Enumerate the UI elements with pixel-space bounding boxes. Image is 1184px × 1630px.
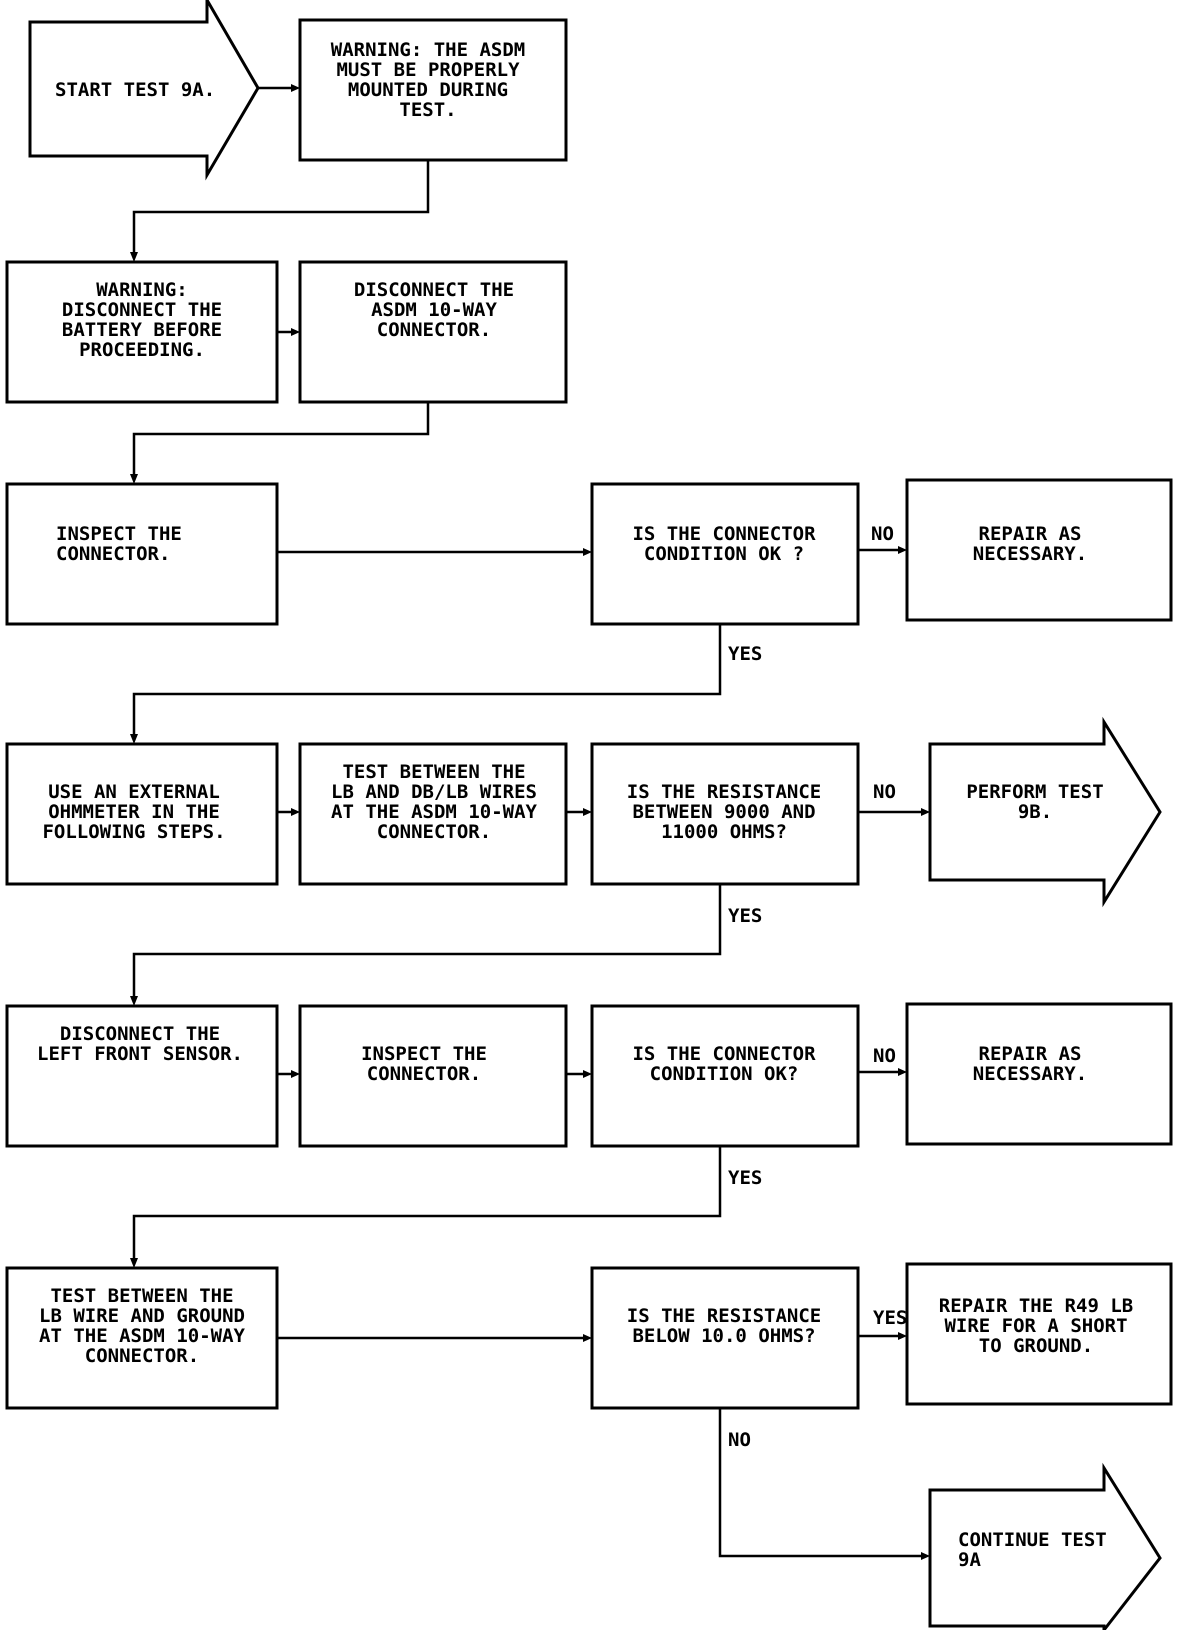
- resist-q-node: [590, 742, 860, 886]
- resist-no-label: NO: [873, 781, 896, 803]
- repair-short-node: [905, 1262, 1173, 1406]
- conn-ok1-line: CONDITION OK ?: [644, 543, 804, 565]
- below10-line: BELOW 10.0 OHMS?: [632, 1325, 815, 1347]
- resist-q-line: 11000 OHMS?: [661, 821, 787, 843]
- test-lb-gnd-line: LB WIRE AND GROUND: [39, 1305, 245, 1327]
- resist-yes-label: YES: [728, 905, 762, 927]
- resist-q-line: IS THE RESISTANCE: [627, 781, 821, 803]
- disc-10way-node: [298, 260, 568, 404]
- disc-10way-line: CONNECTOR.: [377, 319, 491, 341]
- inspect1-node: [5, 482, 279, 626]
- ohmmeter-line: USE AN EXTERNAL: [48, 781, 220, 803]
- conn-ok2-node: [590, 1004, 860, 1148]
- repair2-node: [905, 1002, 1173, 1146]
- conn2-no-label: NO: [873, 1045, 896, 1067]
- disc-sensor-line: LEFT FRONT SENSOR.: [37, 1043, 243, 1065]
- warn-battery-line: BATTERY BEFORE: [62, 319, 222, 341]
- continue9a-node: [928, 1462, 1162, 1630]
- repair-short-line: TO GROUND.: [979, 1335, 1093, 1357]
- warn-battery-node: [5, 260, 279, 404]
- resist-q-line: BETWEEN 9000 AND: [632, 801, 815, 823]
- perform9b-line: 9B.: [1018, 801, 1052, 823]
- test-lb-db-line: TEST BETWEEN THE: [342, 761, 525, 783]
- ohmmeter-node: [5, 742, 279, 886]
- disc-sensor-node: [5, 1004, 279, 1148]
- conn-ok2-line: IS THE CONNECTOR: [632, 1043, 816, 1065]
- perform9b-node: [928, 716, 1162, 908]
- test-lb-db-node: [298, 742, 568, 886]
- repair2-line: REPAIR AS: [979, 1043, 1082, 1065]
- repair1-line: REPAIR AS: [979, 523, 1082, 545]
- disc-10way-line: ASDM 10-WAY: [371, 299, 497, 321]
- conn1-yes-label: YES: [728, 643, 762, 665]
- conn-ok1-node: [590, 482, 860, 626]
- warn-mount-line: MOUNTED DURING: [348, 79, 508, 101]
- warn-battery-line: WARNING:: [96, 279, 188, 301]
- repair1-node: [905, 478, 1173, 622]
- test-lb-gnd-line: CONNECTOR.: [85, 1345, 199, 1367]
- warn-mount-line: WARNING: THE ASDM: [331, 39, 525, 61]
- edge-labels: NO YES NO YES NO YES YES NO: [728, 523, 907, 1451]
- below10-line: IS THE RESISTANCE: [627, 1305, 821, 1327]
- start-line: START TEST 9A.: [55, 79, 215, 101]
- continue9a-line: 9A: [958, 1549, 981, 1571]
- ohmmeter-line: FOLLOWING STEPS.: [42, 821, 225, 843]
- warn-mount-line: MUST BE PROPERLY: [336, 59, 520, 81]
- test-lb-gnd-line: TEST BETWEEN THE: [50, 1285, 233, 1307]
- below-yes-label: YES: [873, 1307, 907, 1329]
- test-lb-db-line: AT THE ASDM 10-WAY: [331, 801, 537, 823]
- ohmmeter-line: OHMMETER IN THE: [48, 801, 220, 823]
- below-no-label: NO: [728, 1429, 751, 1451]
- test-lb-gnd-line: AT THE ASDM 10-WAY: [39, 1325, 245, 1347]
- disc-sensor-line: DISCONNECT THE: [60, 1023, 220, 1045]
- conn2-yes-label: YES: [728, 1167, 762, 1189]
- connectors: [130, 84, 930, 1560]
- start-node: [28, 0, 260, 181]
- repair1-line: NECESSARY.: [973, 543, 1087, 565]
- repair-short-line: REPAIR THE R49 LB: [939, 1295, 1133, 1317]
- inspect1-line: CONNECTOR.: [56, 543, 170, 565]
- repair2-line: NECESSARY.: [973, 1063, 1087, 1085]
- test-lb-db-line: LB AND DB/LB WIRES: [331, 781, 537, 803]
- test-lb-gnd-node: [5, 1266, 279, 1410]
- conn-ok1-line: IS THE CONNECTOR: [632, 523, 816, 545]
- repair-short-line: WIRE FOR A SHORT: [944, 1315, 1127, 1337]
- start-text: START TEST 9A.: [55, 79, 215, 101]
- warn-mount-node: [298, 18, 568, 162]
- inspect2-line: CONNECTOR.: [367, 1063, 481, 1085]
- inspect2-line: INSPECT THE: [361, 1043, 487, 1065]
- continue9a-line: CONTINUE TEST: [958, 1529, 1107, 1551]
- disc-10way-line: DISCONNECT THE: [354, 279, 514, 301]
- warn-battery-line: PROCEEDING.: [79, 339, 205, 361]
- perform9b-line: PERFORM TEST: [966, 781, 1103, 803]
- conn1-no-label: NO: [871, 523, 894, 545]
- test-lb-db-line: CONNECTOR.: [377, 821, 491, 843]
- inspect1-line: INSPECT THE: [56, 523, 182, 545]
- warn-battery-line: DISCONNECT THE: [62, 299, 222, 321]
- conn-ok2-line: CONDITION OK?: [650, 1063, 799, 1085]
- warn-mount-line: TEST.: [399, 99, 456, 121]
- below10-node: [590, 1266, 860, 1410]
- inspect2-node: [298, 1004, 568, 1148]
